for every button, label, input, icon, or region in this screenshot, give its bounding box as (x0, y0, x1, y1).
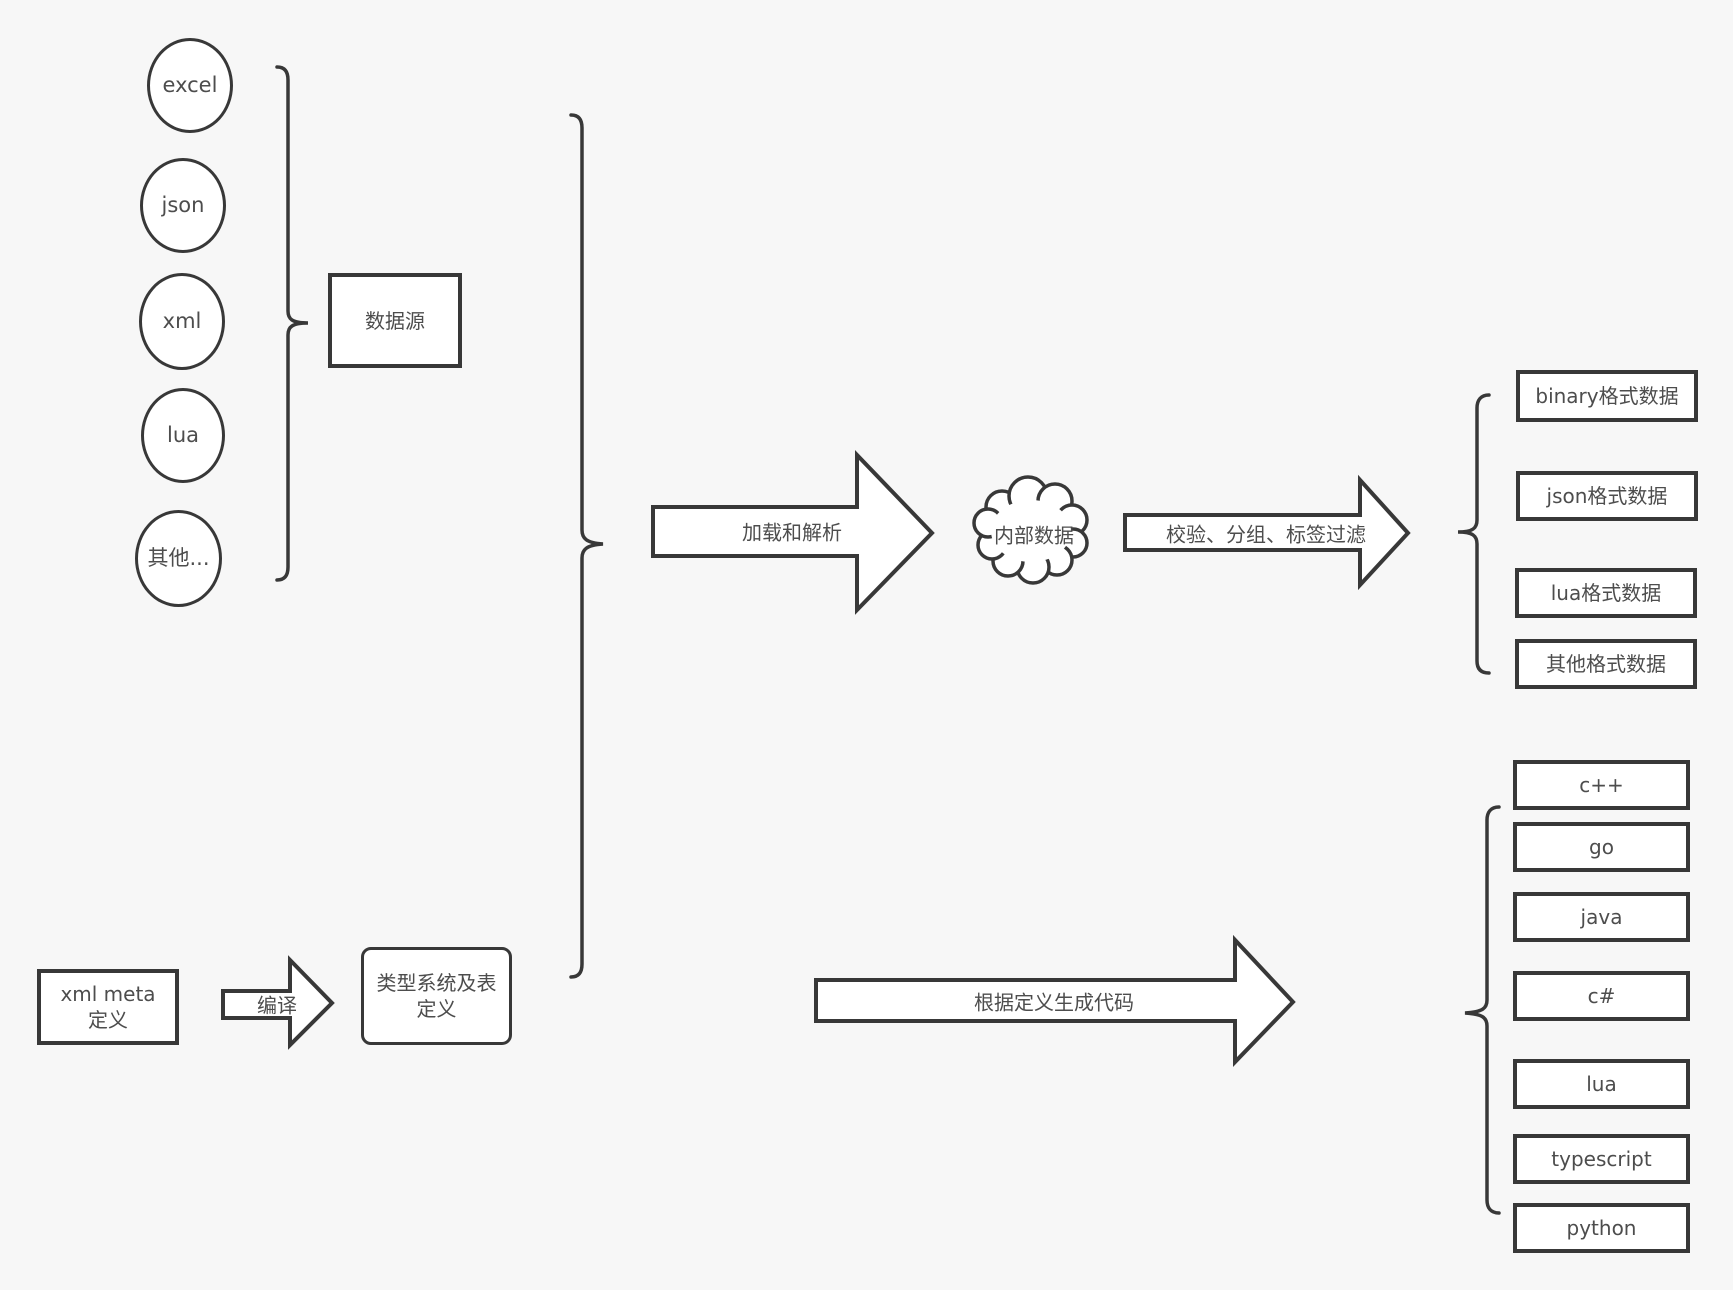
language-label: lua (1586, 1072, 1617, 1096)
xml-meta-definition-box: xml meta定义 (37, 969, 179, 1045)
language-box-cpp: c++ (1513, 760, 1690, 810)
filter-arrow-label: 校验、分组、标签过滤 (1166, 522, 1366, 547)
source-ellipse-lua: lua (141, 388, 225, 483)
source-label: 其他... (147, 545, 210, 570)
language-label: python (1566, 1216, 1637, 1240)
filter-arrow (1123, 474, 1411, 591)
load-parse-arrow-label: 加载和解析 (742, 520, 842, 545)
xml-meta-definition-label: xml meta定义 (60, 982, 156, 1032)
language-label: java (1580, 905, 1623, 929)
data-source-label: 数据源 (365, 308, 425, 333)
generate-code-arrow (814, 934, 1296, 1067)
compile-arrow-label: 编译 (257, 993, 297, 1018)
source-ellipse-xml: xml (139, 273, 225, 370)
format-label: 其他格式数据 (1546, 652, 1666, 676)
language-label: c# (1587, 984, 1616, 1008)
format-box-other: 其他格式数据 (1515, 639, 1697, 689)
language-label: c++ (1579, 773, 1624, 797)
source-label: excel (162, 72, 218, 97)
type-system-label: 类型系统及表定义 (376, 971, 497, 1021)
source-label: json (161, 192, 205, 217)
language-box-python: python (1513, 1203, 1690, 1253)
language-box-java: java (1513, 892, 1690, 942)
source-label: xml (162, 308, 202, 333)
internal-data-cloud (972, 475, 1089, 585)
format-label: binary格式数据 (1535, 384, 1679, 408)
format-box-lua: lua格式数据 (1515, 568, 1697, 618)
language-box-csharp: c# (1513, 971, 1690, 1021)
language-label: go (1589, 835, 1614, 859)
generate-code-arrow-label: 根据定义生成代码 (974, 990, 1134, 1015)
source-ellipse-other: 其他... (135, 510, 222, 607)
source-ellipse-json: json (140, 158, 226, 253)
sources-brace (275, 65, 309, 582)
language-label: typescript (1551, 1147, 1652, 1171)
languages-brace (1464, 805, 1501, 1215)
source-label: lua (166, 422, 199, 447)
format-box-json: json格式数据 (1516, 471, 1698, 521)
type-system-box: 类型系统及表定义 (361, 947, 512, 1045)
source-ellipse-excel: excel (147, 38, 233, 133)
formats-brace (1457, 393, 1491, 675)
data-source-box: 数据源 (328, 273, 462, 368)
compile-arrow (221, 955, 335, 1050)
format-label: lua格式数据 (1550, 581, 1662, 605)
internal-data-label: 内部数据 (994, 523, 1074, 548)
language-box-lua: lua (1513, 1059, 1690, 1109)
inputs-big-brace (569, 113, 604, 979)
format-box-binary: binary格式数据 (1516, 370, 1698, 422)
format-label: json格式数据 (1546, 484, 1668, 508)
load-parse-arrow (651, 450, 935, 615)
language-box-typescript: typescript (1513, 1134, 1690, 1184)
language-box-go: go (1513, 822, 1690, 872)
